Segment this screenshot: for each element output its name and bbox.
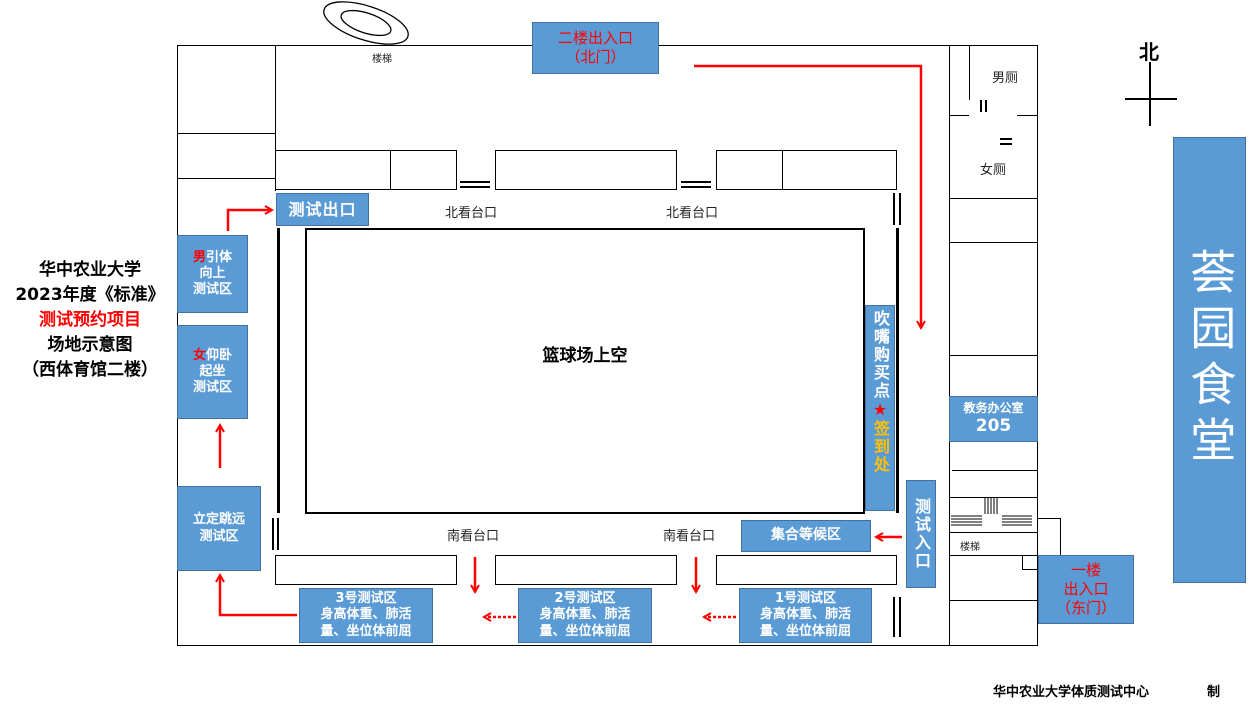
whistle-checkin-box: 吹嘴购买点 ★ 签到处: [865, 305, 895, 511]
test-entry-box: 测试入口: [906, 480, 936, 588]
stairs-label: 楼梯: [372, 54, 392, 65]
zone-desc: 身高体重、肺活: [759, 607, 851, 623]
zone-label: 测试区: [192, 282, 232, 298]
whistle-label: 吹嘴购买点: [871, 310, 890, 400]
stairs-label: 楼梯: [960, 542, 980, 553]
zone-label: 立定跳远: [192, 512, 245, 528]
office-label: 教务办公室: [963, 400, 1024, 415]
south-stand-entrance: 南看台口: [447, 529, 500, 544]
zone-title: 2号测试区: [554, 591, 616, 607]
zone-desc: 量、坐位体前屈: [539, 623, 631, 639]
zone-label: 测试区: [192, 380, 232, 396]
zone-3-box: 3号测试区 身高体重、肺活 量、坐位体前屈: [299, 588, 433, 643]
north-stand-entrance: 北看台口: [445, 206, 498, 221]
footer-credit: 华中农业大学体质测试中心: [993, 685, 1150, 700]
title-line: 2023年度《标准》: [15, 285, 165, 305]
title-line: （西体育馆二楼）: [22, 360, 158, 380]
office-box: 教务办公室 205: [949, 396, 1038, 442]
canteen-box: 荟园食堂: [1173, 137, 1246, 583]
test-exit-box: 测试出口: [276, 193, 369, 226]
zone-label: 仰卧: [206, 347, 233, 363]
spiral-stairs-icon: [323, 1, 409, 45]
map-title: 华中农业大学 2023年度《标准》 测试预约项目 场地示意图 （西体育馆二楼）: [0, 258, 180, 383]
east-gate-label: 一楼: [1070, 561, 1101, 580]
arrow-to-jump: [220, 575, 297, 617]
south-stand-entrance: 南看台口: [663, 529, 716, 544]
zone-title: 1号测试区: [774, 591, 837, 607]
zone-title: 3号测试区: [335, 591, 397, 607]
waiting-area-box: 集合等候区: [741, 520, 871, 552]
title-line: 测试预约项目: [39, 310, 141, 330]
zone-desc: 量、坐位体前屈: [320, 623, 412, 639]
north-stand-entrance: 北看台口: [666, 206, 719, 221]
long-jump-zone-box: 立定跳远 测试区: [177, 486, 261, 571]
title-line: 华中农业大学: [39, 260, 141, 280]
zone-label: 引体: [206, 249, 233, 265]
stairs-icon: [951, 498, 1032, 526]
zone-2-box: 2号测试区 身高体重、肺活 量、坐位体前屈: [518, 588, 652, 643]
office-number: 205: [975, 415, 1012, 436]
zone-desc: 身高体重、肺活: [539, 607, 631, 623]
basketball-court: 篮球场上空: [305, 228, 865, 514]
compass-north-label: 北: [1139, 40, 1159, 64]
arrow-to-exit: [226, 210, 272, 231]
checkin-label: 签到处: [871, 420, 890, 474]
test-entry-label: 测试入口: [912, 498, 931, 570]
canteen-label: 荟园食堂: [1183, 248, 1238, 472]
situp-zone-box: 女仰卧 起坐 测试区: [177, 325, 248, 419]
north-gate-sub: （北门）: [565, 48, 626, 66]
north-gate-label: 二楼出入口: [557, 29, 633, 48]
star-icon: ★: [872, 400, 888, 419]
footer-suffix: 制: [1207, 685, 1221, 700]
east-gate-sub: （东门）: [1055, 598, 1116, 617]
zone-label: 起坐: [199, 363, 226, 379]
east-gate-label: 出入口: [1063, 580, 1109, 599]
women-toilet-label: 女厕: [980, 163, 1007, 178]
zone-desc: 量、坐位体前屈: [759, 623, 851, 639]
arrow-north-gate-route: [694, 64, 921, 328]
zone-desc: 身高体重、肺活: [320, 607, 412, 623]
gender-label: 男: [192, 249, 206, 265]
pullup-zone-box: 男引体 向上 测试区: [177, 235, 248, 313]
compass-icon: [1125, 62, 1177, 126]
zone-1-box: 1号测试区 身高体重、肺活 量、坐位体前屈: [739, 588, 872, 643]
title-line: 场地示意图: [47, 335, 133, 355]
east-gate-box: 一楼 出入口 （东门）: [1038, 555, 1134, 624]
zone-label: 测试区: [199, 528, 239, 544]
court-label: 篮球场上空: [542, 345, 628, 366]
gender-label: 女: [192, 347, 206, 363]
zone-label: 向上: [199, 265, 226, 281]
north-gate-box: 二楼出入口 （北门）: [532, 22, 659, 74]
men-toilet-label: 男厕: [992, 71, 1019, 86]
